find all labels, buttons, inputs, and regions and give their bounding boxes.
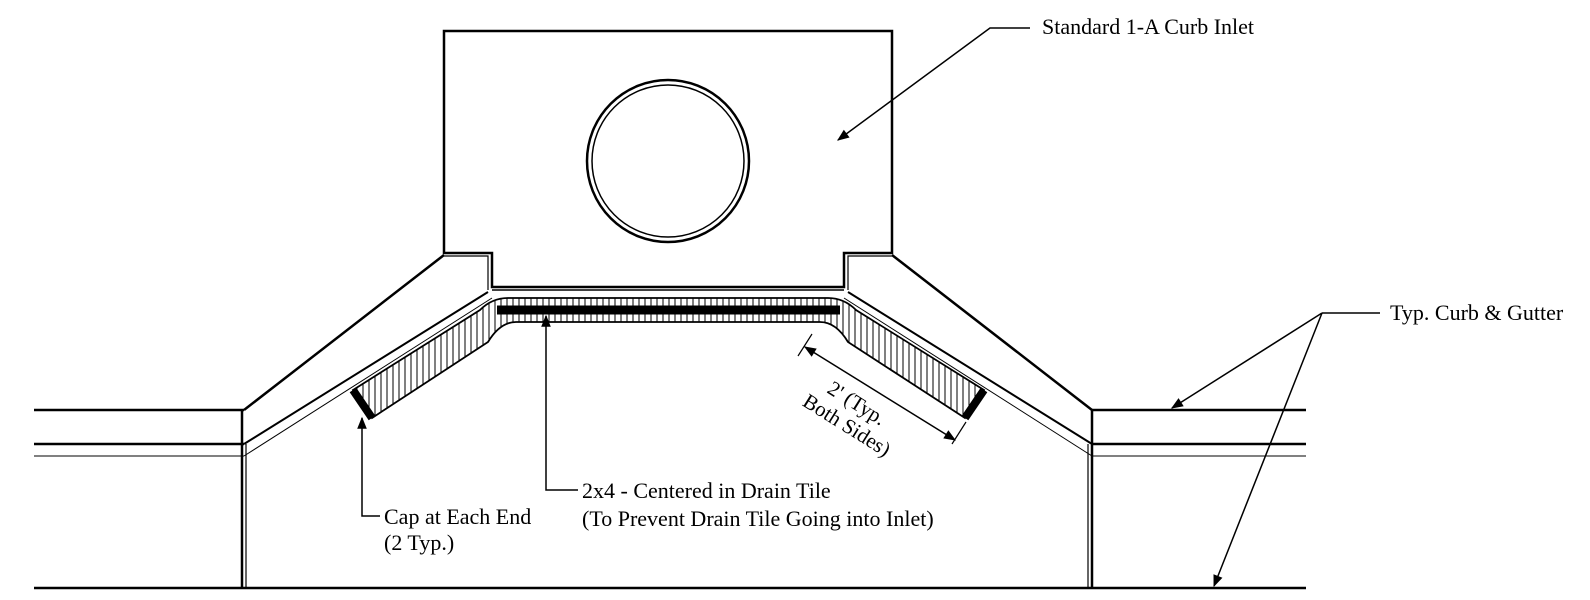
curb-gutter-label: Typ. Curb & Gutter <box>1390 300 1564 325</box>
curb-inlet-label: Standard 1-A Curb Inlet <box>1042 14 1254 39</box>
right-end-cap <box>961 387 988 421</box>
left-wing-thin <box>243 297 493 457</box>
end-cap-label-line1: Cap at Each End <box>384 504 531 529</box>
curb-inlet-leader <box>837 27 1030 141</box>
drain-tile <box>349 297 988 421</box>
left-wing-inner <box>243 291 489 445</box>
inlet-grate-inner-circle <box>591 84 745 238</box>
dimension-line <box>803 346 957 441</box>
dimension-extension-line-1 <box>797 333 813 357</box>
curb-inlet-structure <box>442 29 894 291</box>
inlet-box-inner-left <box>444 255 489 290</box>
left-end-cap <box>349 387 376 421</box>
two-by-four-label-line1: 2x4 - Centered in Drain Tile <box>582 478 831 503</box>
inlet-grate-outer-circle <box>585 78 751 244</box>
end-cap-leader <box>357 416 380 517</box>
inlet-box-inner-right <box>847 255 892 290</box>
curb-and-gutter <box>34 408 1306 590</box>
inlet-wings <box>243 254 1093 457</box>
right-wing-thin <box>843 297 1093 457</box>
two-by-four-leader <box>541 314 578 491</box>
right-wing-inner <box>847 291 1093 445</box>
inlet-box-outline <box>442 29 894 289</box>
annotation-labels: Standard 1-A Curb Inlet Typ. Curb & Gutt… <box>384 14 1564 555</box>
curb-gutter-leader-lower <box>1213 312 1323 588</box>
leaders <box>357 27 1380 588</box>
curb-gutter-leader-upper <box>1170 312 1323 409</box>
dimension-label-group: 2' (Typ. Both Sides) <box>799 376 895 462</box>
two-by-four-label-line2: (To Prevent Drain Tile Going into Inlet) <box>582 506 934 531</box>
end-cap-label-line2: (2 Typ.) <box>384 530 454 555</box>
dimension-extension-line-2 <box>951 421 967 445</box>
right-wing-outer <box>891 254 1093 411</box>
left-wing-outer <box>243 254 445 411</box>
